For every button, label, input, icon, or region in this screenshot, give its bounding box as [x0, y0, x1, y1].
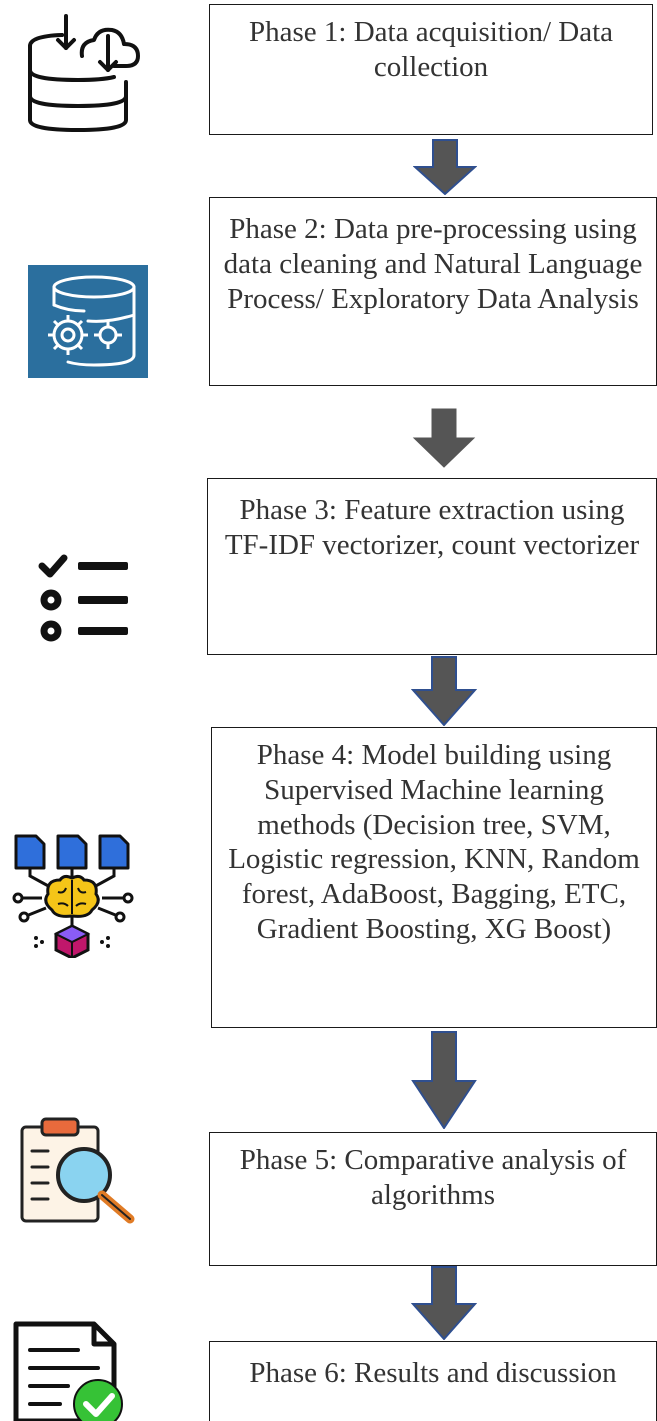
phase-3-box: Phase 3: Feature extraction using TF-IDF…	[207, 478, 657, 655]
arrow-down-icon	[411, 1266, 477, 1340]
arrow-down-icon	[411, 1031, 477, 1129]
document-check-icon	[13, 1321, 123, 1421]
clipboard-magnifier-icon	[20, 1117, 135, 1224]
arrow-down-icon	[412, 408, 476, 468]
ai-brain-network-icon	[12, 834, 134, 958]
phase-6-box: Phase 6: Results and discussion	[209, 1341, 657, 1421]
phase-4-box: Phase 4: Model building using Supervised…	[211, 727, 657, 1028]
phase-2-box: Phase 2: Data pre-processing using data …	[209, 197, 657, 386]
phase-2-label: Phase 2: Data pre-processing using data …	[223, 213, 643, 315]
database-gears-icon	[28, 265, 148, 378]
phase-3-label: Phase 3: Feature extraction using TF-IDF…	[224, 494, 640, 561]
phase-5-box: Phase 5: Comparative analysis of algorit…	[209, 1132, 657, 1266]
arrow-down-icon	[411, 656, 477, 726]
phase-5-label: Phase 5: Comparative analysis of algorit…	[239, 1144, 627, 1211]
phase-1-box: Phase 1: Data acquisition/ Data collecti…	[209, 4, 653, 135]
phase-4-label: Phase 4: Model building using Supervised…	[228, 739, 640, 945]
database-cloud-download-icon	[28, 14, 140, 132]
phase-6-label: Phase 6: Results and discussion	[249, 1357, 617, 1389]
arrow-down-icon	[413, 139, 477, 195]
phase-1-label: Phase 1: Data acquisition/ Data collecti…	[248, 16, 613, 83]
checklist-icon	[38, 554, 128, 642]
